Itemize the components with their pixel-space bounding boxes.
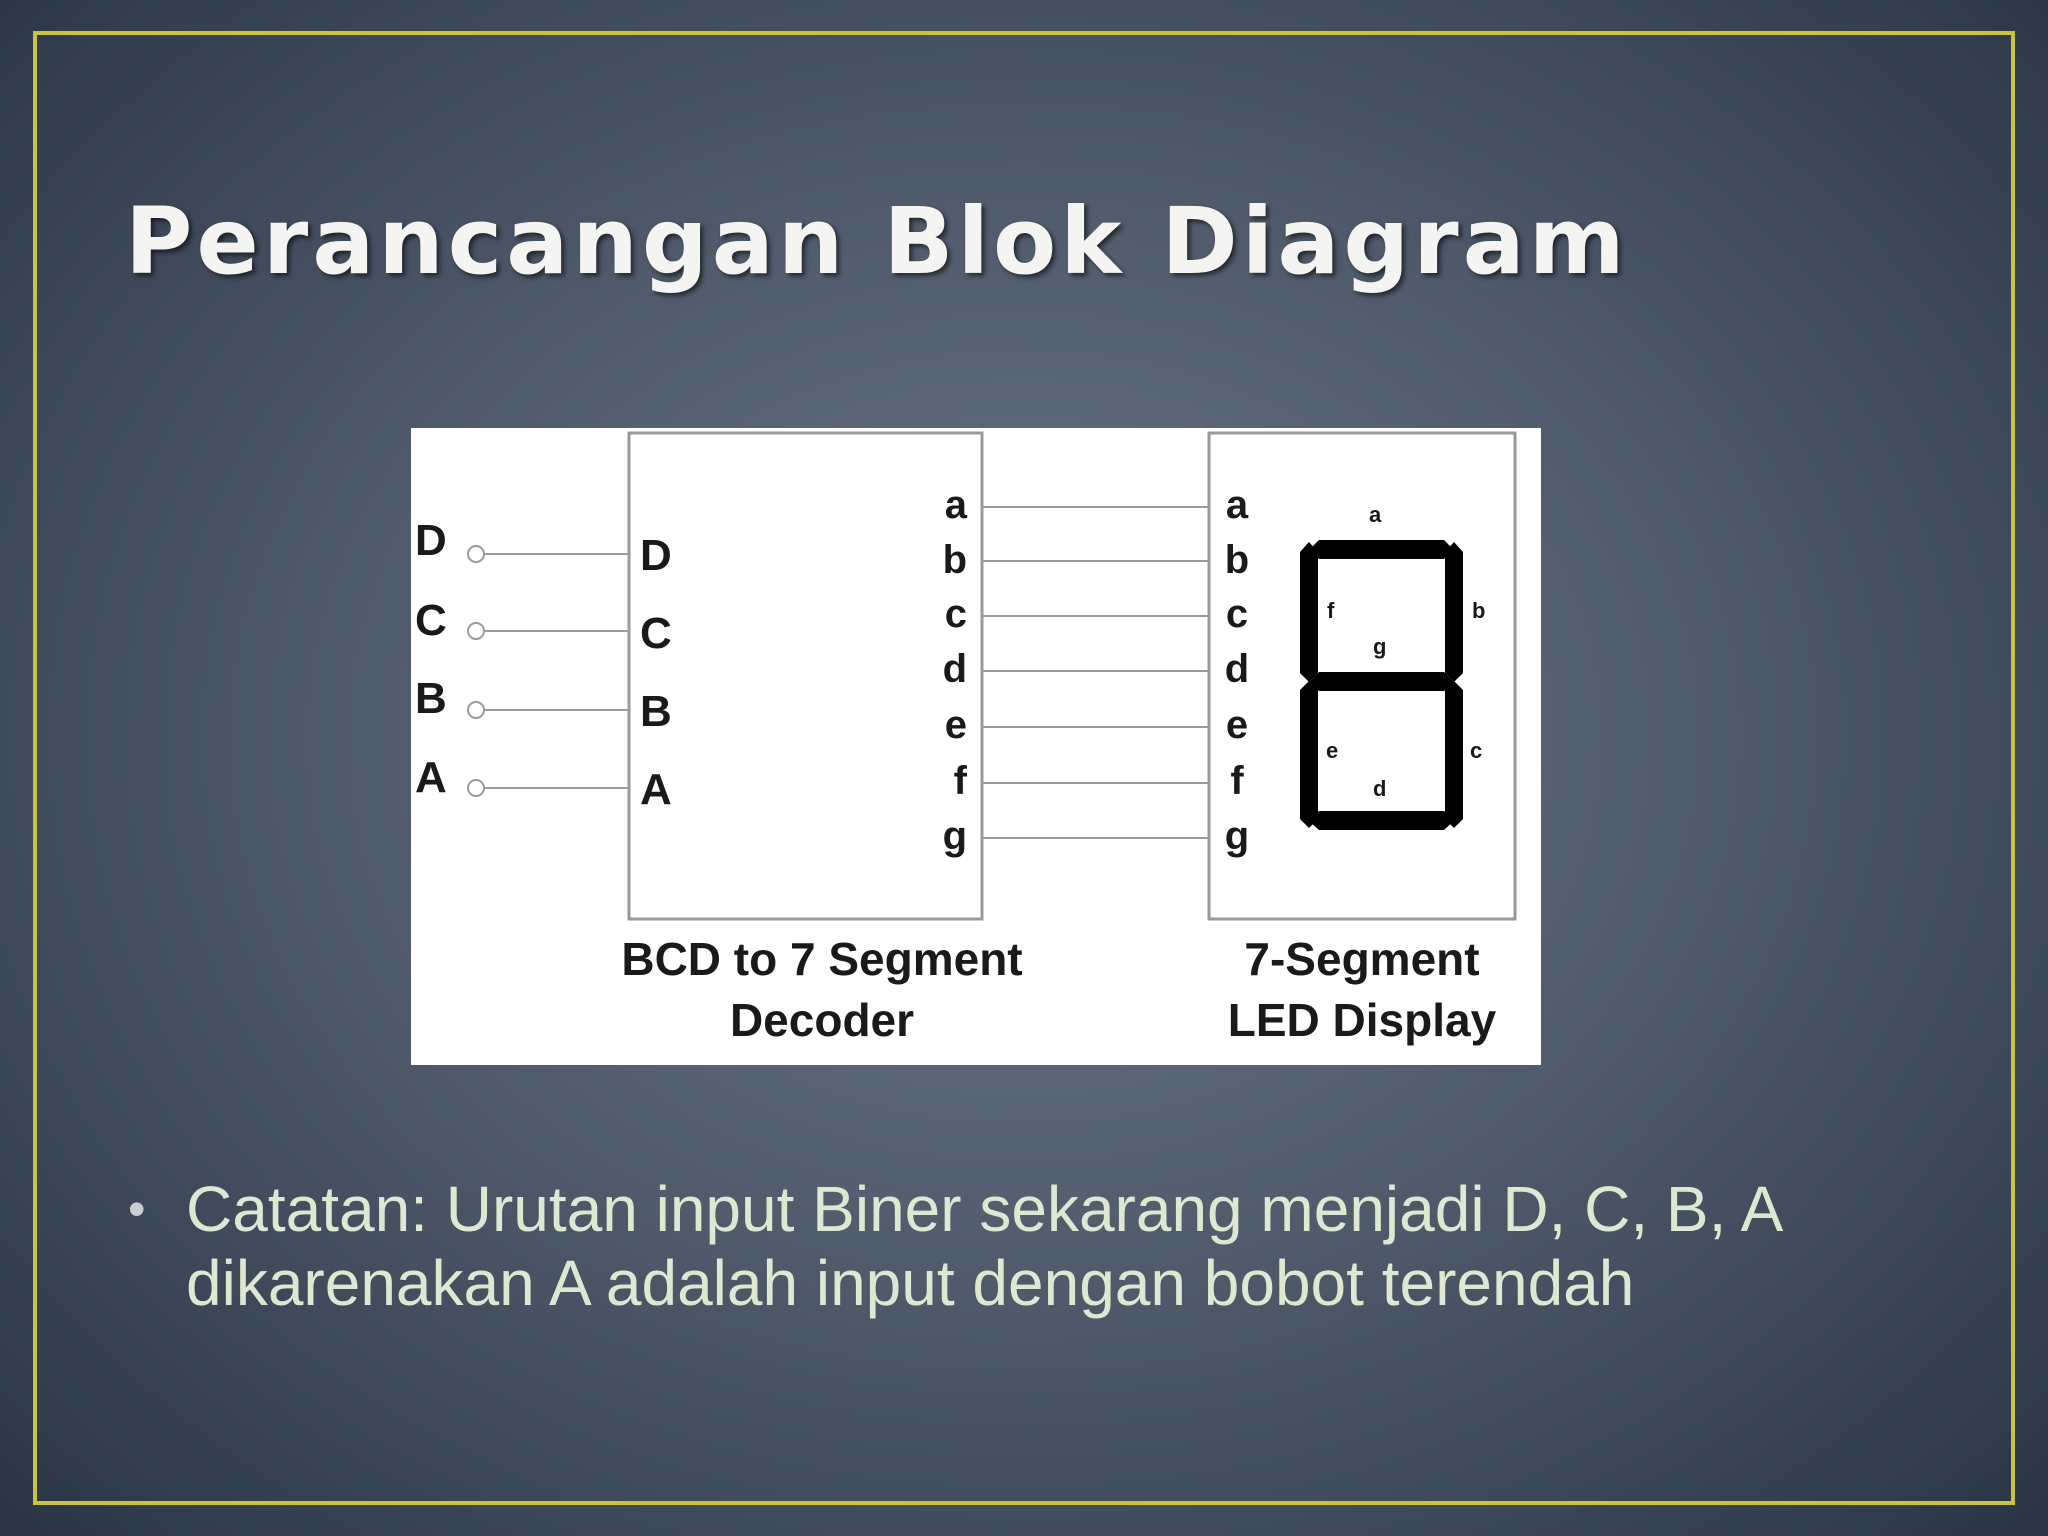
input-pin-terminal: [467, 622, 485, 640]
segment-label-d: d: [1373, 776, 1386, 801]
input-pin-label: A: [415, 753, 447, 802]
decoder-box: [627, 431, 984, 921]
seven-segment-glyph: [1300, 540, 1463, 830]
bullet-list: • Catatan: Urutan input Biner sekarang m…: [120, 1172, 1960, 1320]
display-caption-line1: 7-Segment: [1244, 933, 1479, 985]
display-input-label: b: [1225, 538, 1249, 582]
input-pin-terminal: [467, 701, 485, 719]
decoder-output-label: a: [945, 483, 968, 527]
display-input-label: a: [1226, 483, 1249, 527]
decoder-output-label: e: [945, 703, 967, 747]
bullet-text: Catatan: Urutan input Biner sekarang men…: [186, 1173, 1780, 1319]
bullet-marker: •: [128, 1181, 146, 1237]
segment-label-b: b: [1472, 598, 1485, 623]
segment-label-f: f: [1327, 598, 1335, 623]
decoder-caption-line1: BCD to 7 Segment: [621, 933, 1022, 985]
display-input-label: d: [1225, 647, 1249, 691]
decoder-input-label: D: [640, 531, 672, 580]
segment-e: [1300, 681, 1318, 828]
segment-d: [1309, 811, 1454, 830]
segment-label-e: e: [1326, 738, 1338, 763]
segment-f: [1300, 542, 1318, 682]
input-pin-a: A: [415, 753, 629, 802]
display-input-label: c: [1226, 592, 1248, 636]
display-caption-line2: LED Display: [1228, 994, 1497, 1046]
input-pin-c: C: [415, 596, 629, 645]
segment-label-c: c: [1470, 738, 1482, 763]
decoder-output-label: b: [943, 538, 967, 582]
input-pin-terminal: [467, 545, 485, 563]
block-diagram-svg: D C B A D C B A: [415, 431, 1517, 1046]
input-pin-label: D: [415, 516, 447, 565]
block-diagram: D C B A D C B A: [411, 428, 1541, 1065]
decoder-output-label: c: [945, 592, 967, 636]
decoder-input-label: A: [640, 765, 672, 814]
slide-title: Perancangan Blok Diagram: [125, 188, 1629, 295]
display-input-label: g: [1225, 814, 1249, 858]
input-pin-label: B: [415, 674, 447, 723]
input-pin-terminal: [467, 779, 485, 797]
decoder-caption-line2: Decoder: [730, 994, 914, 1046]
decoder-input-label: C: [640, 609, 672, 658]
display-input-label: f: [1230, 759, 1244, 803]
decoder-input-label: B: [640, 687, 672, 736]
segment-label-g: g: [1373, 634, 1386, 659]
slide-border: [33, 31, 2015, 1505]
bullet-item: • Catatan: Urutan input Biner sekarang m…: [120, 1172, 1960, 1320]
display-box: [1207, 431, 1517, 921]
segment-g: [1309, 672, 1454, 691]
segment-b: [1445, 542, 1463, 682]
decoder-output-label: g: [943, 814, 967, 858]
input-pin-label: C: [415, 596, 447, 645]
display-input-label: e: [1226, 703, 1248, 747]
segment-a: [1309, 540, 1454, 559]
decoder-output-label: d: [943, 647, 967, 691]
input-pin-b: B: [415, 674, 629, 723]
segment-c: [1445, 681, 1463, 828]
decoder-output-label: f: [954, 759, 968, 803]
input-pin-d: D: [415, 516, 629, 565]
segment-label-a: a: [1369, 502, 1382, 527]
